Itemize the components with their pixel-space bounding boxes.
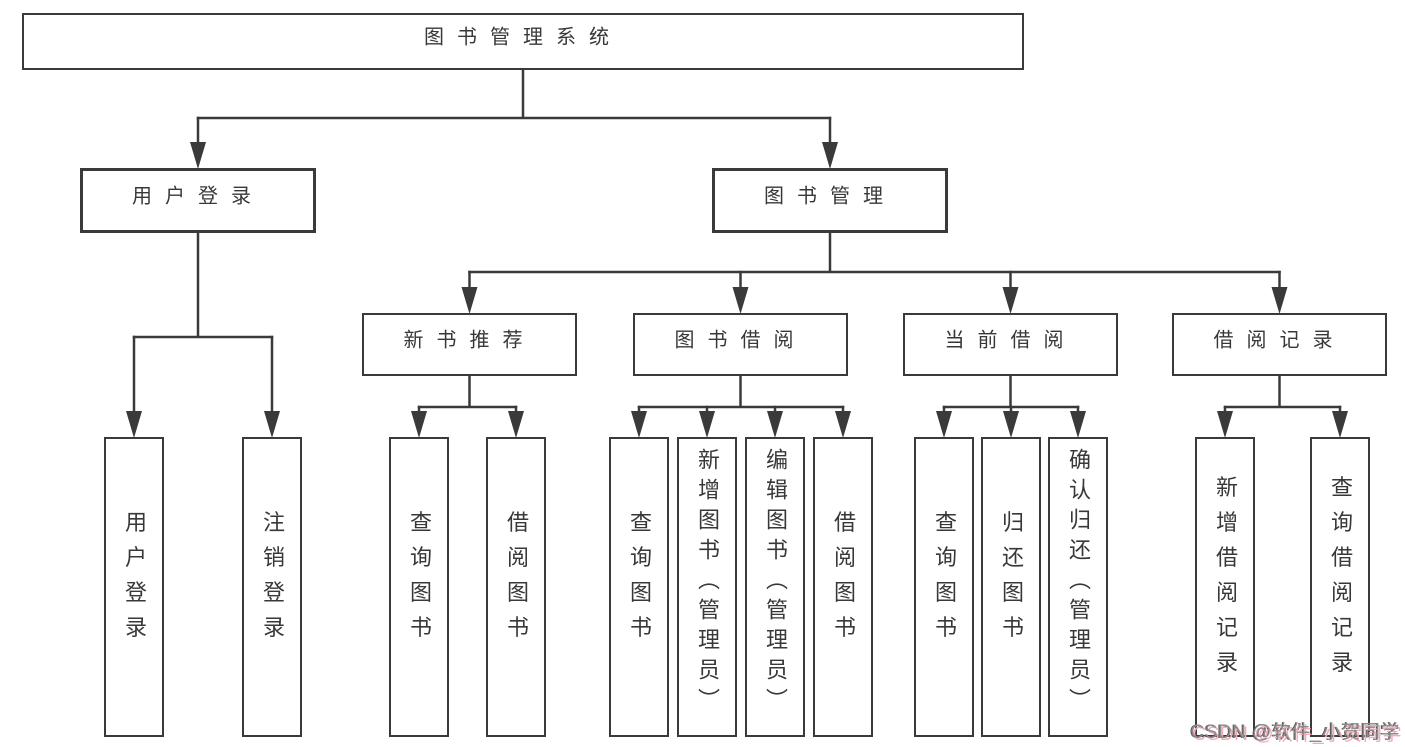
node-book-borrow: 图书借阅	[633, 313, 848, 376]
node-current-borrow: 当前借阅	[903, 313, 1118, 376]
node-edit-book-admin: 编辑图书（管理员）	[745, 437, 805, 737]
node-library-management-system: 图书管理系统	[22, 13, 1024, 70]
node-label: 确认归还（管理员）	[1066, 448, 1091, 718]
node-user-login: 用户登录	[80, 168, 316, 233]
node-add-book-admin: 新增图书（管理员）	[677, 437, 737, 737]
node-label: 编辑图书（管理员）	[763, 448, 788, 718]
node-label: 查询借阅记录	[1328, 475, 1353, 686]
node-query-borrow-record: 查询借阅记录	[1310, 437, 1370, 737]
node-label: 注销登录	[260, 510, 285, 651]
node-add-borrow-record: 新增借阅记录	[1195, 437, 1255, 737]
node-label: 借阅图书	[831, 510, 856, 651]
node-label: 用户登录	[122, 510, 147, 651]
node-book-management: 图书管理	[712, 168, 948, 233]
node-label: 查询图书	[627, 510, 652, 651]
node-label: 新书推荐	[403, 329, 536, 352]
node-label: 当前借阅	[944, 329, 1077, 352]
node-user-login-action: 用户登录	[104, 437, 164, 737]
node-label: 图书借阅	[674, 329, 807, 352]
csdn-watermark: CSDN @软件_小贺同学	[1190, 722, 1400, 743]
node-logout-action: 注销登录	[242, 437, 302, 737]
node-borrow-records: 借阅记录	[1172, 313, 1387, 376]
node-query-books: 查询图书	[914, 437, 974, 737]
node-label: 借阅图书	[504, 510, 529, 651]
node-label: 用户登录	[132, 185, 264, 208]
node-label: 借阅记录	[1213, 329, 1346, 352]
node-label: 新增图书（管理员）	[695, 448, 720, 718]
node-label: 查询图书	[407, 510, 432, 651]
node-label: 归还图书	[999, 510, 1024, 651]
node-query-books: 查询图书	[389, 437, 449, 737]
node-new-book-recommend: 新书推荐	[362, 313, 577, 376]
node-label: 图书管理	[764, 185, 896, 208]
node-label: 查询图书	[932, 510, 957, 651]
node-confirm-return-admin: 确认归还（管理员）	[1048, 437, 1108, 737]
node-label: 图书管理系统	[424, 26, 622, 49]
node-borrow-books: 借阅图书	[486, 437, 546, 737]
node-return-books: 归还图书	[981, 437, 1041, 737]
node-query-books: 查询图书	[609, 437, 669, 737]
node-borrow-books: 借阅图书	[813, 437, 873, 737]
node-label: 新增借阅记录	[1213, 475, 1238, 686]
